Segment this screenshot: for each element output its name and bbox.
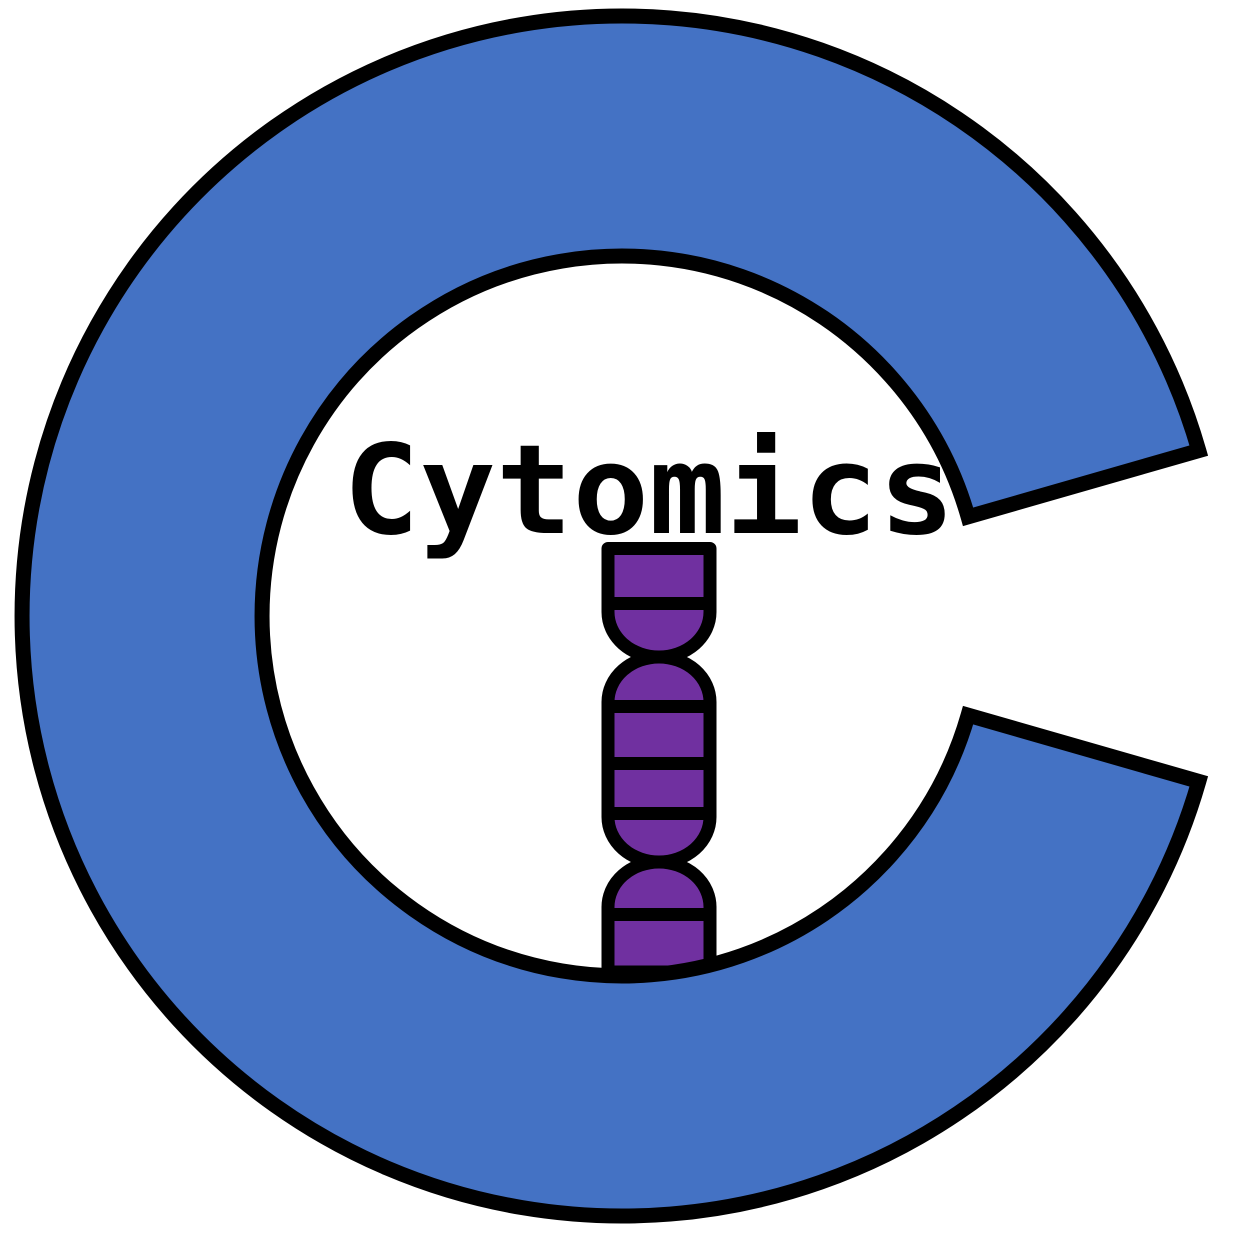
chromosome-segment-mid-rect-2 [601,757,717,820]
chromosome-segment-round-bottom-2 [601,807,717,869]
letter-c-ring [14,8,1209,1224]
chromosome-icon [601,542,717,976]
chromosome-segment-mid-rect-1 [601,700,717,770]
chromosome-segment-top-rect [601,542,717,610]
chromosome-segment-round-bottom-1 [601,597,717,664]
chromosome-segment-dome-1 [601,650,717,713]
logo-wordmark: Cytomics [343,419,955,563]
chromosome-segment-dome-2 [601,855,717,921]
